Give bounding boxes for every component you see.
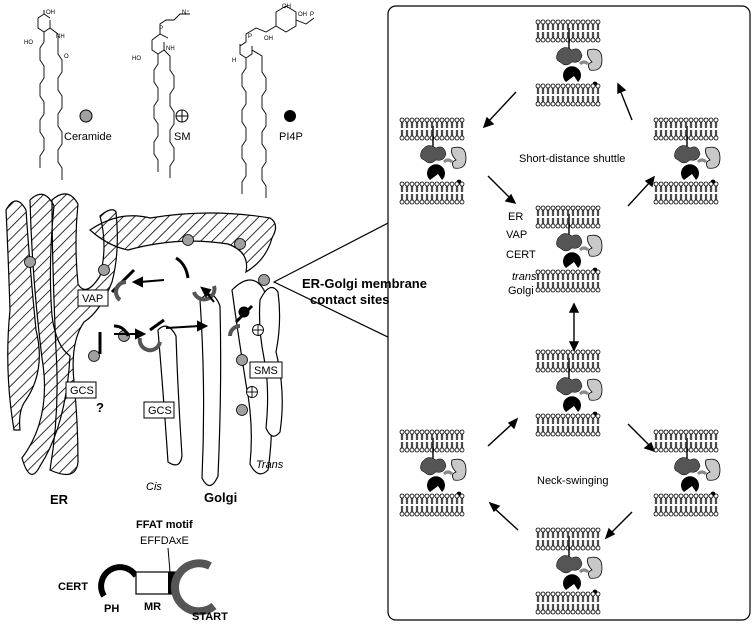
panel-arrows	[482, 82, 656, 540]
callout-line-2: contact sites	[310, 292, 389, 307]
sm-ho-label: HO	[132, 56, 141, 62]
pi4p-oh-label-1: OH	[282, 4, 291, 10]
pi4p-h-label: H	[232, 58, 236, 64]
pi4p-p-label-2: P	[248, 34, 252, 40]
sm-legend-label: SM	[174, 131, 191, 143]
short-distance-shuttle-label: Short-distance shuttle	[519, 153, 625, 165]
gcs-golgi-label: GCS	[148, 405, 172, 417]
trans-label: Trans	[256, 459, 284, 471]
gcs-golgi-box	[143, 401, 175, 419]
ffat-pointer-line	[167, 547, 171, 573]
ceramide-oh-label: OH	[46, 10, 55, 16]
ceramide-legend-label: Ceramide	[64, 131, 112, 143]
ceramide-nh-label: NH	[56, 34, 65, 40]
cert-molecules	[98, 256, 254, 354]
panel-trans-label: trans	[512, 271, 537, 283]
motif-sequence: EFFDAxE	[140, 535, 189, 547]
er-membrane	[5, 193, 277, 476]
panel-vap-label: VAP	[506, 229, 527, 241]
sm-symbol	[175, 109, 189, 123]
neck-swinging-label: Neck-swinging	[537, 475, 609, 487]
ffat-motif-label: FFAT motif	[136, 519, 193, 531]
gcs-question-mark: ?	[96, 400, 104, 415]
sms-box	[249, 361, 283, 379]
panel-golgi-label: Golgi	[508, 285, 534, 297]
vap-box	[77, 289, 109, 307]
sm-dots	[246, 324, 264, 398]
pi4p-oh-label-3: OH	[264, 36, 273, 42]
sms-label: SMS	[254, 365, 278, 377]
ph-domain-label: PH	[104, 603, 119, 615]
contact-site-panel	[387, 5, 751, 621]
vap-label: VAP	[82, 293, 103, 305]
sm-nplus-label: N⁺	[182, 9, 190, 16]
pi4p-oh-label-2: OH	[298, 12, 307, 18]
cert-domain-label: CERT	[58, 581, 88, 593]
mr-domain-label: MR	[144, 601, 161, 613]
sm-nh-label: NH	[166, 46, 175, 52]
golgi-label: Golgi	[204, 490, 237, 505]
ceramide-dots	[24, 234, 270, 416]
sm-structure	[151, 13, 190, 178]
golgi-stack	[157, 279, 283, 487]
cell-arrows	[114, 276, 215, 340]
pi4p-symbol	[284, 110, 296, 122]
pi4p-legend-label: PI4P	[279, 131, 303, 143]
panel-cert-label: CERT	[506, 249, 536, 261]
gcs-er-label: GCS	[70, 385, 94, 397]
cis-label: Cis	[146, 481, 162, 493]
callout-joint	[393, 221, 397, 339]
pi4p-structure	[239, 5, 315, 198]
ceramide-o-label: O	[64, 54, 69, 60]
ceramide-structure	[37, 10, 63, 180]
er-label: ER	[50, 492, 69, 507]
sm-p-label: P	[159, 26, 163, 32]
panel-er-label: ER	[508, 211, 523, 223]
ceramide-ho-label: HO	[24, 40, 33, 46]
ph-domain-shape	[98, 564, 139, 598]
ceramide-symbol	[79, 109, 93, 123]
callout-line-1: ER-Golgi membrane	[302, 276, 427, 291]
start-domain-shape	[171, 559, 217, 616]
gcs-er-box	[65, 381, 97, 399]
start-domain-label: START	[192, 611, 228, 623]
pi4p-p-label: P	[310, 12, 314, 18]
